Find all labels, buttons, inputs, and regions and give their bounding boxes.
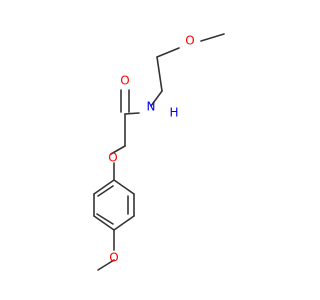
carbonyl-oxygen-label: O: [120, 74, 129, 88]
ring-bond-1: [113, 179, 135, 195]
bond-top-oxygen-to-ch2: [156, 47, 180, 58]
amide-hydrogen-label: H: [169, 106, 178, 120]
molecule-canvas: O N H O O O: [93, 33, 225, 271]
bonds: [93, 33, 225, 271]
bond-top-methyl-to-oxygen: [200, 33, 225, 42]
bond-ch2-to-ch2: [156, 56, 163, 92]
oxygen-label-top: O: [185, 34, 194, 48]
ring-inner-double-3: [97, 185, 114, 197]
bond-bottom-oxygen-to-methyl: [97, 259, 115, 271]
nitrogen-label: N: [147, 100, 156, 114]
ether-oxygen-label: O: [108, 151, 117, 165]
ring-inner-double-2: [96, 213, 114, 225]
atom-labels: O N H O O O: [108, 34, 194, 265]
molecule-structure: O N H O O O: [93, 33, 225, 271]
oxygen-label-bottom: O: [109, 251, 118, 265]
ring-bond-4: [93, 215, 115, 231]
ring-bond-6: [93, 179, 115, 195]
bond-ch2-to-nitrogen: [150, 90, 163, 107]
ring-bond-3: [113, 215, 135, 231]
bond-ch2-to-ether-oxygen: [110, 145, 126, 155]
bond-nitrogen-to-carbonyl-carbon: [124, 112, 140, 115]
